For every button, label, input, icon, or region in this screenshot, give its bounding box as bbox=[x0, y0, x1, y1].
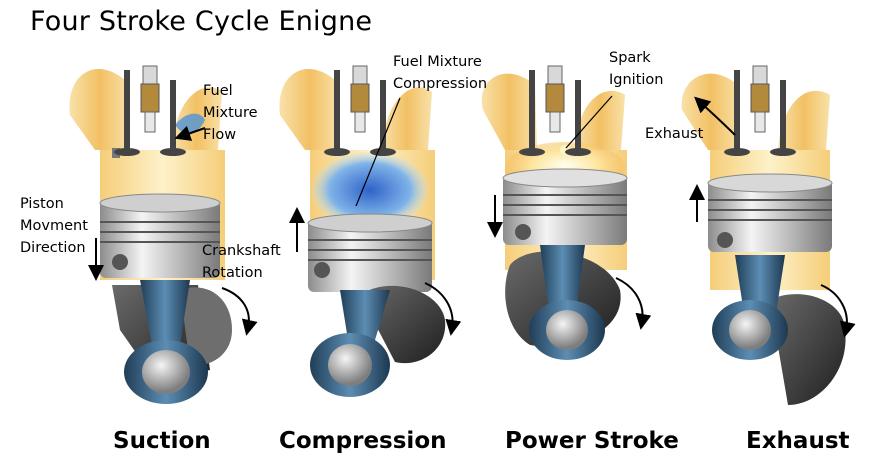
engine-compression bbox=[279, 65, 446, 397]
crank-rotation-arrow-2 bbox=[424, 282, 462, 336]
annotation-arrows bbox=[88, 95, 856, 338]
compression-leader-line bbox=[355, 97, 401, 207]
stage-label-exhaust: Exhaust bbox=[746, 428, 850, 454]
spark-leader-line bbox=[565, 95, 613, 149]
label-exhaust-flow: Exhaust bbox=[645, 126, 704, 142]
engine-power-stroke bbox=[481, 65, 628, 360]
exhaust-flow-arrow bbox=[694, 96, 736, 136]
crank-rotation-arrow-1 bbox=[221, 287, 258, 336]
fuel-flow-arrow bbox=[174, 125, 206, 141]
label-fuel-mixture-flow: Fuel Mixture Flow bbox=[203, 83, 258, 143]
stage-label-power-stroke: Power Stroke bbox=[505, 428, 679, 454]
engine-exhaust bbox=[681, 65, 846, 405]
label-piston-direction: Piston Movment Direction bbox=[20, 196, 88, 256]
stage-label-compression: Compression bbox=[279, 428, 447, 454]
label-spark-ignition: Spark Ignition bbox=[609, 50, 664, 88]
crank-rotation-arrow-4 bbox=[820, 284, 856, 338]
label-fuel-mixture-compression: Fuel Mixture Compression bbox=[393, 54, 488, 92]
label-crankshaft-rotation: Crankshaft Rotation bbox=[202, 243, 281, 281]
diagram-title: Four Stroke Cycle Enigne bbox=[30, 6, 373, 37]
crank-rotation-arrow-3 bbox=[615, 277, 652, 330]
engine-suction bbox=[69, 65, 232, 404]
stage-label-suction: Suction bbox=[113, 428, 211, 454]
